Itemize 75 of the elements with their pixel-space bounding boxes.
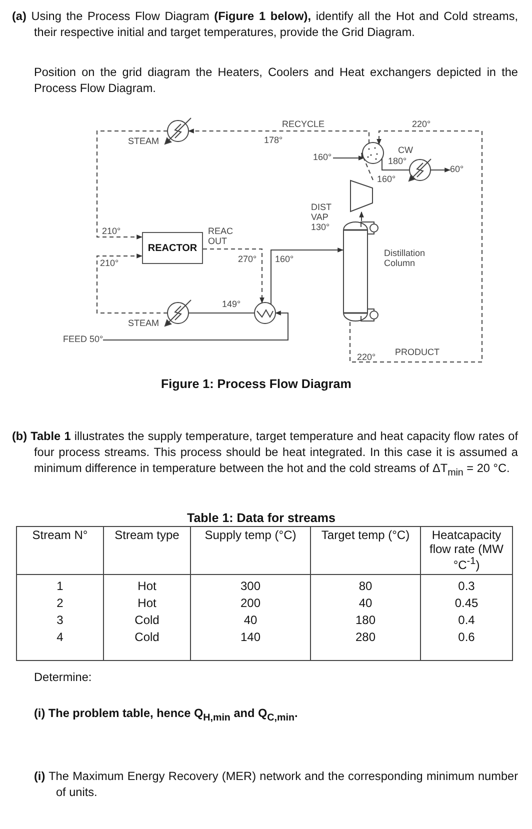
table-value: 40 [190,612,310,629]
question-text: (a) Using the Process Flow Diagram (Figure 1 below), identify all the Hot and Cold streams, their respective initial and target temperatures, provide the Grid Diagram. [12,8,518,40]
stream-label: 210° [102,227,121,236]
table-value: 3 [16,612,104,629]
flow-line [102,310,288,340]
table-value: 200 [190,595,310,612]
stream-label: 160° [313,153,333,163]
stream-label: 220° [412,120,431,129]
vessel-symbol [362,142,384,164]
stream-label: 160° [275,255,294,264]
table-value: 0.4 [420,612,512,629]
stream-label: 210° [100,259,119,268]
table-value: 4 [16,629,104,660]
column-header: Target temp (°C) [310,526,420,574]
table-value: 140 [190,629,310,660]
table-value: 180 [310,612,420,629]
stream-label: 178° [264,136,283,145]
stream-label: CW [398,146,413,155]
table-value: 280 [310,629,420,660]
stream-label: STEAM [128,319,160,328]
distillation-column-drawing [343,221,380,322]
figure-caption: Figure 1: Process Flow Diagram [161,377,352,391]
table-value: 0.3 [420,574,512,595]
stream-label: 149° [222,300,241,309]
flow-line [359,211,364,222]
stream-label: STEAM [128,137,160,146]
stream-label: REAC OUT [208,226,232,246]
table-title: Table 1: Data for streams [187,511,336,525]
stream-label: PRODUCT [395,348,440,357]
flow-line [430,168,451,172]
table-value: Cold [104,612,190,629]
question-text: (b) Table 1 illustrates the supply temperature, target temperature and heat capacity flow rates of four process streams. This process should be heat integrated. In this case it is assumed a minimum difference in temperature between the hot and the cold streams of ΔT$_{min}$ = 20 °C. [12,428,518,480]
flow-line [188,312,255,314]
compressor-symbol [350,180,373,212]
table-value: 80 [310,574,420,595]
flow-line [96,254,168,314]
stream-label: 220° [357,353,376,362]
heater-symbol [164,117,192,145]
table-value: 1 [16,574,104,595]
stream-label: RECYCLE [282,120,325,129]
cooler-symbol [408,158,432,182]
question-text: (i) The Maximum Energy Recovery (MER) network and the corresponding minimum number of units. [34,768,518,800]
table-value: 2 [16,595,104,612]
table-value: Cold [104,629,190,660]
heater-symbol [164,299,192,327]
table-value: 0.6 [420,629,512,660]
flow-line [270,248,344,305]
flow-line [332,156,364,160]
flow-line [188,128,370,144]
flow-line [382,158,410,170]
reactor-box: REACTOR [142,232,203,264]
flow-line [361,152,374,180]
flow-line [202,248,264,304]
stream-label: 160° [377,175,396,184]
stream-label: FEED 50° [63,335,103,345]
stream-label: 270° [238,255,257,264]
heat-exchanger-symbol [254,302,276,324]
column-header: Stream N° [16,526,104,574]
table-value: Hot [104,595,190,612]
table-value: Hot [104,574,190,595]
stream-label: 60° [450,165,466,175]
column-header: Stream type [104,526,190,574]
stream-label: DIST VAP 130° [311,202,332,232]
table-value: 40 [310,595,420,612]
column-header: Supply temp (°C) [190,526,310,574]
flow-line [350,130,482,362]
question-text: Position on the grid diagram the Heaters, Coolers and Heat exchangers depicted in the Process Flow Diagram. [34,64,518,96]
question-text: (i) The problem table, hence Q$_{H,min}$ and Q$_{C,min}$. [34,705,299,726]
column-header: Heatcapacity flow rate (MW °C$^{-1}$) [420,526,512,574]
table-value: 300 [190,574,310,595]
table-value: 0.45 [420,595,512,612]
stream-label: 180° [388,157,407,166]
stream-label: Distillation Column [384,248,426,268]
flow-line [96,130,168,240]
question-text: Determine: [34,669,92,685]
